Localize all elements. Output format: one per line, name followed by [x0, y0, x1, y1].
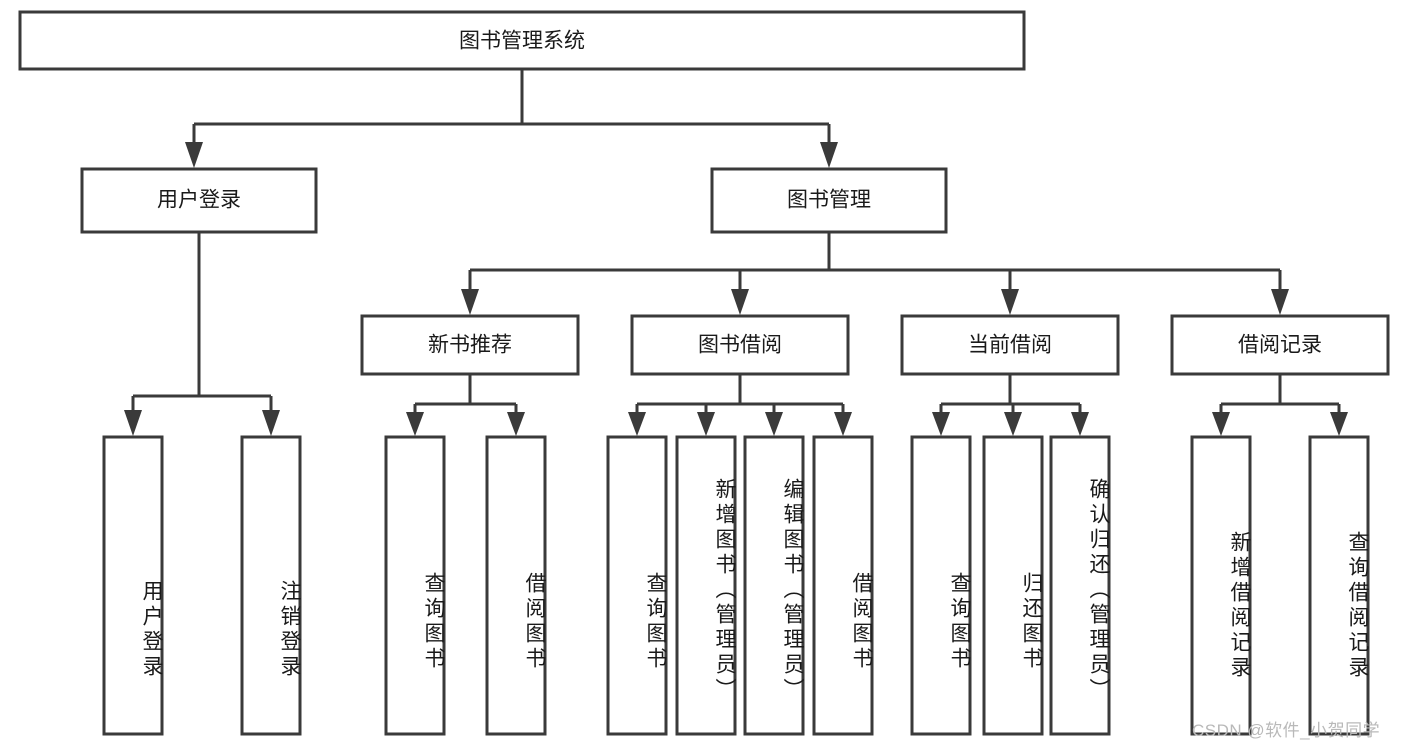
connector-group-current-borrow [932, 374, 1089, 436]
node-leaf-borrow-book-rec-box[interactable] [485, 435, 547, 736]
node-user-login-box[interactable] [80, 167, 318, 234]
node-leaf-borrow-book-box[interactable] [812, 435, 874, 736]
node-leaf-add-book-box[interactable] [675, 435, 737, 736]
arrow-head-leaf-query-book-rec [406, 412, 424, 436]
connector-group-new-book-rec [406, 374, 525, 436]
node-root-box[interactable] [18, 10, 1026, 71]
node-book-borrow-label: 图书借阅 [698, 334, 782, 357]
node-leaf-return-book-box[interactable] [982, 435, 1044, 736]
node-current-borrow-box[interactable] [900, 314, 1120, 376]
connector-group-user-login [124, 232, 280, 436]
arrow-head-leaf-logout [262, 410, 280, 436]
node-borrow-record-label: 借阅记录 [1238, 334, 1322, 357]
arrow-head-leaf-add-record [1212, 412, 1230, 436]
arrow-head-leaf-user-login [124, 410, 142, 436]
node-leaf-edit-book-box[interactable] [743, 435, 805, 736]
node-new-book-rec-box[interactable] [360, 314, 580, 376]
node-user-login-label: 用户登录 [157, 189, 241, 212]
node-book-manage-box[interactable] [710, 167, 948, 234]
arrow-head-book-borrow [731, 289, 749, 315]
node-leaf-query-book-rec-box[interactable] [384, 435, 446, 736]
arrow-head-leaf-borrow-book-rec [507, 412, 525, 436]
node-leaf-user-login-box[interactable] [102, 435, 164, 736]
arrow-head-leaf-return-book [1004, 412, 1022, 436]
arrow-head-leaf-borrow-book [834, 412, 852, 436]
node-new-book-rec[interactable]: 新书推荐 [360, 314, 580, 376]
connector-group-book-borrow [628, 374, 852, 436]
leaf-boxes-group [102, 435, 1370, 736]
node-current-borrow[interactable]: 当前借阅 [900, 314, 1120, 376]
arrow-head-leaf-confirm-return [1071, 412, 1089, 436]
arrow-head-leaf-edit-book [765, 412, 783, 436]
arrow-head-borrow-record [1271, 289, 1289, 315]
node-book-borrow-box[interactable] [630, 314, 850, 376]
node-book-manage[interactable]: 图书管理 [710, 167, 948, 234]
node-leaf-query-book-cur-box[interactable] [910, 435, 972, 736]
node-new-book-rec-label: 新书推荐 [428, 334, 512, 357]
node-leaf-confirm-return-box[interactable] [1049, 435, 1111, 736]
node-borrow-record[interactable]: 借阅记录 [1170, 314, 1390, 376]
connector-group-borrow-record [1212, 374, 1348, 436]
node-book-borrow[interactable]: 图书借阅 [630, 314, 850, 376]
node-leaf-add-record-box[interactable] [1190, 435, 1252, 736]
arrow-head-leaf-query-record [1330, 412, 1348, 436]
csdn-watermark: CSDN @软件_小贺同学 [1192, 721, 1381, 740]
node-borrow-record-box[interactable] [1170, 314, 1390, 376]
node-user-login[interactable]: 用户登录 [80, 167, 318, 234]
node-leaf-query-book-borrow-box[interactable] [606, 435, 668, 736]
node-leaf-query-record-box[interactable] [1308, 435, 1370, 736]
connector-group-root [185, 69, 838, 168]
node-leaf-logout-box[interactable] [240, 435, 302, 736]
connector-group-book-manage [461, 232, 1289, 315]
node-book-manage-label: 图书管理 [787, 189, 871, 212]
arrow-head-leaf-add-book [697, 412, 715, 436]
arrow-head-user-login [185, 142, 203, 168]
arrow-head-current-borrow [1001, 289, 1019, 315]
node-root[interactable]: 图书管理系统 [18, 10, 1026, 71]
arrow-head-new-book-rec [461, 289, 479, 315]
node-root-label: 图书管理系统 [459, 30, 585, 53]
node-current-borrow-label: 当前借阅 [968, 334, 1052, 357]
arrow-head-leaf-query-book-cur [932, 412, 950, 436]
arrow-head-leaf-query-book-borrow [628, 412, 646, 436]
arrow-head-book-manage [820, 142, 838, 168]
